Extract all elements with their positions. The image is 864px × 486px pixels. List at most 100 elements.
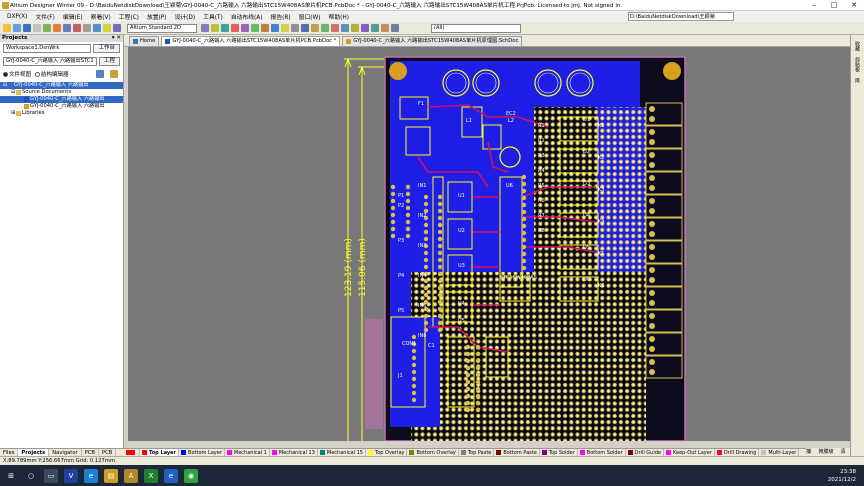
search-icon[interactable]: ○ [24, 468, 38, 483]
toolbar-icon[interactable] [261, 24, 269, 32]
excel-icon[interactable]: X [144, 468, 158, 483]
toolbar-icon[interactable] [211, 24, 219, 32]
altium-taskbar-icon[interactable]: A [124, 468, 138, 483]
filter-select[interactable]: (All) [431, 23, 521, 33]
toolbar-icon[interactable] [231, 24, 239, 32]
browser-icon[interactable]: e [84, 468, 98, 483]
panel-folder-icon[interactable] [110, 70, 118, 78]
menu-item-7[interactable]: 工具(T) [203, 15, 223, 21]
toolbar-icon[interactable] [391, 24, 399, 32]
toolbar-icon[interactable] [43, 24, 51, 32]
toolbar-icon[interactable] [271, 24, 279, 32]
toolbar-icon[interactable] [53, 24, 61, 32]
toolbar-icon[interactable] [73, 24, 81, 32]
toolbar-icon[interactable] [381, 24, 389, 32]
panel-tab-1[interactable]: Projects [18, 449, 50, 456]
toolbar-icon[interactable] [371, 24, 379, 32]
layer-tab[interactable]: Mechanical 1 [225, 449, 270, 456]
tree-node[interactable]: GYJ-0040-C_六路输入 六路输出 [0, 103, 123, 110]
menu-item-10[interactable]: 窗口(W) [298, 15, 321, 21]
workspace-button[interactable]: 工作台 [93, 44, 120, 53]
layer-tab[interactable]: Top Overlay [366, 449, 408, 456]
toolbar-icon[interactable] [311, 24, 319, 32]
toolbar-icon[interactable] [13, 24, 21, 32]
toolbar-icon[interactable] [221, 24, 229, 32]
layer-tab[interactable]: Top Layer [140, 449, 180, 456]
close-button[interactable]: ✕ [851, 0, 857, 9]
toolbar-icon[interactable] [341, 24, 349, 32]
file-view-radio[interactable]: 文件视图 [3, 70, 31, 78]
layer-tab[interactable]: Bottom Paste [494, 449, 540, 456]
tree-expander-icon[interactable]: ⊟ [11, 89, 16, 95]
toolbar-icon[interactable] [3, 24, 11, 32]
project-button[interactable]: 工程 [98, 57, 120, 66]
document-tab-0[interactable]: Home [129, 36, 160, 46]
menu-item-4[interactable]: 工程(C) [118, 15, 139, 21]
menu-item-6[interactable]: 设计(D) [174, 15, 196, 21]
layer-tab[interactable]: Keep-Out Layer [664, 449, 715, 456]
windows-start-icon[interactable]: ⊞ [4, 468, 18, 483]
toolbar-icon[interactable] [83, 24, 91, 32]
layer-tab[interactable]: Drill Drawing [715, 449, 760, 456]
project-select[interactable]: GYJ-0040-C_六路输入 六路输出STC1 [3, 57, 97, 66]
layer-tab[interactable]: Mechanical 13 [270, 449, 318, 456]
layer-tab[interactable]: Bottom Layer [179, 449, 225, 456]
toolbar-icon[interactable] [361, 24, 369, 32]
toolbar-icon[interactable] [291, 24, 299, 32]
panel-tab-3[interactable]: PCB [82, 449, 99, 456]
view-config-select[interactable]: Altium Standard 2D [127, 23, 197, 33]
menu-item-2[interactable]: 编辑(E) [62, 15, 83, 21]
structure-editor-radio[interactable]: 结构编辑器 [35, 70, 69, 78]
menu-item-11[interactable]: 帮助(H) [328, 15, 350, 21]
right-panel-tab-0[interactable]: 收藏 [854, 41, 860, 51]
toolbar-icon[interactable] [321, 24, 329, 32]
workspace-select[interactable]: Workspace1.DsnWrk [3, 44, 92, 53]
toolbar-icon[interactable] [113, 24, 121, 32]
toolbar-icon[interactable] [281, 24, 289, 32]
right-panel-tab-2[interactable]: 库 [854, 78, 860, 83]
toolbar-icon[interactable] [331, 24, 339, 32]
task-view-icon[interactable]: ▭ [44, 468, 58, 483]
path-combobox[interactable]: D:\BaiduNetdiskDownload\王颖菊 [628, 12, 734, 21]
tree-node[interactable]: ⊞Libraries [0, 110, 123, 117]
tree-node[interactable]: ⊟Source Documents [0, 89, 123, 96]
tree-node[interactable]: GYJ-0040-C_六路输入 六路输出 [0, 96, 123, 103]
layer-tab[interactable]: Multi-Layer [759, 449, 800, 456]
toolbar-icon[interactable] [103, 24, 111, 32]
status-button-1[interactable]: 掩膜级别 [818, 449, 834, 463]
edge-icon[interactable]: e [164, 468, 178, 483]
folder-icon[interactable]: ▤ [104, 468, 118, 483]
layer-tab[interactable]: Top Solder [540, 449, 578, 456]
right-panel-tab-1[interactable]: 剪贴板 [854, 57, 860, 72]
layer-tab[interactable]: Bottom Solder [578, 449, 626, 456]
menu-item-1[interactable]: 文件(F) [35, 15, 55, 21]
toolbar-icon[interactable] [23, 24, 31, 32]
toolbar-icon[interactable] [201, 24, 209, 32]
menu-item-0[interactable]: DXP(X) [7, 13, 28, 20]
current-layer-swatch[interactable] [124, 449, 140, 456]
maximize-button[interactable]: □ [830, 0, 838, 9]
panel-settings-icon[interactable] [96, 70, 104, 78]
menu-item-9[interactable]: 报告(R) [270, 15, 291, 21]
panel-tab-0[interactable]: Files [0, 449, 19, 456]
panel-tab-2[interactable]: Navigator [49, 449, 82, 456]
status-button-2[interactable]: 清除 [840, 449, 846, 463]
status-button-0[interactable]: 捕捉 [806, 449, 812, 463]
wechat-icon[interactable]: ◉ [184, 468, 198, 483]
toolbar-icon[interactable] [241, 24, 249, 32]
toolbar-icon[interactable] [251, 24, 259, 32]
layer-tab[interactable]: Drill Guide [626, 449, 664, 456]
document-tab-2[interactable]: GYJ-0040-C_六路输入 六路输出STC15W408AS单片机原理图.Sc… [342, 36, 523, 46]
document-tab-1[interactable]: GYJ-0040-C_六路输入 六路输出STC15W408AS单片机PCB.Pc… [161, 36, 341, 46]
tree-expander-icon[interactable]: ⊟ [3, 82, 8, 88]
panel-close-icon[interactable]: ▾ ✕ [111, 35, 121, 41]
toolbar-icon[interactable] [93, 24, 101, 32]
tree-node[interactable]: ⊟GYJ-0040-C_六路输入 六路输出 [0, 82, 123, 89]
tree-expander-icon[interactable]: ⊞ [11, 110, 16, 116]
menu-item-3[interactable]: 察看(V) [90, 15, 111, 21]
panel-tab-4[interactable]: PCB [99, 449, 117, 456]
toolbar-icon[interactable] [33, 24, 41, 32]
toolbar-icon[interactable] [301, 24, 309, 32]
menu-item-5[interactable]: 放置(P) [146, 15, 167, 21]
